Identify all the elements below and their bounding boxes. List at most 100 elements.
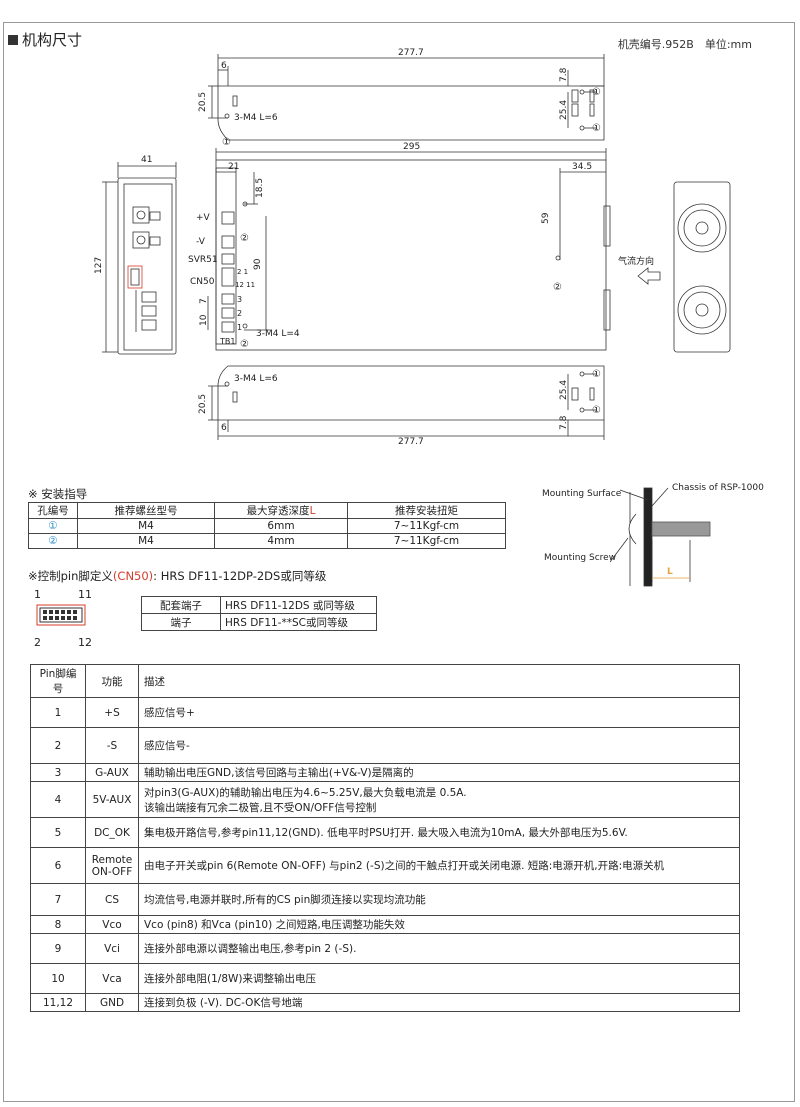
square-bullet-icon: [8, 35, 18, 45]
table-row: ② M4 4mm 7~11Kgf-cm: [28, 533, 506, 549]
pin-func: 5V-AUX: [85, 781, 139, 818]
section-title: 机构尺寸: [7, 27, 99, 50]
pin-desc: 集电极开路信号,参考pin11,12(GND). 低电平时PSU打开. 最大吸入…: [138, 817, 740, 848]
dim-front-127: 127: [94, 257, 104, 274]
pin-desc: 辅助输出电压GND,该信号回路与主输出(+V&-V)是隔离的: [138, 763, 740, 782]
pin-desc: 连接外部电源以调整输出电压,参考pin 2 (-S).: [138, 933, 740, 964]
pin-desc: 对pin3(G-AUX)的辅助输出电压为4.6~5.25V,最大负载电流是 0.…: [138, 781, 740, 818]
label-vminus: -V: [196, 237, 206, 247]
label-pins-21: 2 1: [237, 268, 248, 276]
label-tb-1: 1: [237, 323, 242, 332]
hole2-marker: ②: [240, 339, 249, 350]
table-row: 6 Remote ON-OFF 由电子开关或pin 6(Remote ON-OF…: [30, 847, 740, 884]
table-row: 4 5V-AUX 对pin3(G-AUX)的辅助输出电压为4.6~5.25V,最…: [30, 781, 740, 818]
bottom-screw-label: 3-M4 L=6: [234, 374, 278, 384]
hole1-marker: ①: [222, 137, 231, 148]
dim-bottom-254: 25.4: [559, 380, 569, 400]
pin-no: 9: [30, 933, 86, 964]
dim-side-7: 7: [199, 298, 209, 304]
pin-func: -S: [85, 727, 139, 764]
mount-cell: M4: [77, 518, 215, 534]
table-row: 11,12 GND 连接到负极 (-V). DC-OK信号地端: [30, 993, 740, 1012]
mount-cell: 7~11Kgf-cm: [347, 533, 506, 549]
pin-func: Remote ON-OFF: [85, 847, 139, 884]
hole2-marker: ②: [553, 282, 562, 293]
dim-front-41: 41: [141, 155, 152, 165]
mount-cell: 7~11Kgf-cm: [347, 518, 506, 534]
airflow-label: 气流方向: [618, 255, 654, 267]
pin-header-func: 功能: [85, 664, 139, 698]
top-screw-label: 3-M4 L=6: [234, 113, 278, 123]
pin-label-1: 1: [34, 588, 41, 601]
pin-func: GND: [85, 993, 139, 1012]
pin-func: DC_OK: [85, 817, 139, 848]
table-row: ① M4 6mm 7~11Kgf-cm: [28, 518, 506, 534]
pin-no: 2: [30, 727, 86, 764]
mount-header-torque: 推荐安装扭矩: [347, 502, 506, 519]
pin-func: CS: [85, 883, 139, 916]
pin-desc: 由电子开关或pin 6(Remote ON-OFF) 与pin2 (-S)之间的…: [138, 847, 740, 884]
mount-cell: ①: [28, 518, 78, 534]
table-row: 配套端子 HRS DF11-12DS 或同等级: [141, 596, 377, 614]
mounting-diagram: Mounting Surface Chassis of RSP-1000 Mou…: [542, 483, 764, 587]
label-pins-1211: 12 11: [235, 281, 255, 289]
terminal-cell: HRS DF11-**SC或同等级: [220, 613, 377, 631]
hole1-marker: ①: [592, 87, 601, 98]
front-view-outline: [117, 177, 177, 355]
pin-no: 6: [30, 847, 86, 884]
pin-header-desc: 描述: [138, 664, 740, 698]
dim-side-345: 34.5: [572, 162, 592, 172]
pin-label-2: 2: [34, 636, 41, 649]
dim-bottom-length: 277.7: [398, 437, 424, 447]
terminal-table: 配套端子 HRS DF11-12DS 或同等级 端子 HRS DF11-**SC…: [141, 596, 377, 631]
dim-side-295: 295: [403, 142, 420, 152]
pin-no: 7: [30, 883, 86, 916]
label-svr51: SVR51: [188, 255, 218, 265]
pin-desc: 连接外部电阻(1/8W)来调整输出电压: [138, 963, 740, 994]
table-row: 7 CS 均流信号,电源并联时,所有的CS pin脚须连接以实现均流功能: [30, 883, 740, 916]
case-info: 机壳编号.952B 单位:mm: [617, 38, 752, 51]
hole1-marker: ①: [592, 405, 601, 416]
mount-cell: M4: [77, 533, 215, 549]
top-view-outline: [217, 85, 605, 141]
hole1-marker: ①: [592, 123, 601, 134]
label-tb1: TB1: [219, 337, 235, 346]
pin-header-no: Pin脚编号: [30, 664, 86, 698]
terminal-cell: HRS DF11-12DS 或同等级: [220, 596, 377, 614]
dim-bottom-205: 20.5: [198, 394, 208, 414]
dim-side-59: 59: [541, 212, 551, 224]
pin-desc: 感应信号-: [138, 727, 740, 764]
dim-top-78: 7.8: [559, 67, 569, 82]
mechanical-drawing: ① ① ① ② ② ② ① ① 277.7 6 7.8 20.5 25.4 3-…: [94, 48, 731, 447]
table-row: 5 DC_OK 集电极开路信号,参考pin11,12(GND). 低电平时PSU…: [30, 817, 740, 848]
pin-no: 11,12: [30, 993, 86, 1012]
pin-desc: 连接到负极 (-V). DC-OK信号地端: [138, 993, 740, 1012]
pin-func: G-AUX: [85, 763, 139, 782]
pin-label-12: 12: [78, 636, 92, 649]
dim-side-10: 10: [199, 314, 209, 326]
side-screw-label: 3-M4 L=4: [256, 329, 300, 339]
mount-guide-title: ※ 安装指导: [28, 487, 88, 501]
pin-desc: Vco (pin8) 和Vca (pin10) 之间短路,电压调整功能失效: [138, 915, 740, 934]
pin-func: Vci: [85, 933, 139, 964]
mount-header-screw: 推荐螺丝型号: [77, 502, 215, 519]
pin-no: 1: [30, 697, 86, 728]
dim-top-length: 277.7: [398, 48, 424, 58]
chassis-label: Chassis of RSP-1000: [672, 483, 764, 493]
page-frame: [3, 22, 795, 1102]
pin-def-title: ※控制pin脚定义(CN50): HRS DF11-12DP-2DS或同等级: [28, 569, 327, 583]
dim-side-21: 21: [228, 162, 239, 172]
pin-func: Vca: [85, 963, 139, 994]
dim-side-185: 18.5: [255, 178, 265, 198]
table-row: 9 Vci 连接外部电源以调整输出电压,参考pin 2 (-S).: [30, 933, 740, 964]
pin-label-11: 11: [78, 588, 92, 601]
mount-cell: 4mm: [214, 533, 348, 549]
dim-side-90: 90: [253, 258, 263, 270]
rear-view-outline: [673, 181, 731, 353]
dim-top-205: 20.5: [198, 92, 208, 112]
pin-no: 4: [30, 781, 86, 818]
connector-icon: [36, 604, 86, 626]
dim-bottom-78: 7.8: [559, 415, 569, 430]
terminal-cell: 配套端子: [141, 596, 221, 614]
label-tb-3: 3: [237, 295, 242, 304]
